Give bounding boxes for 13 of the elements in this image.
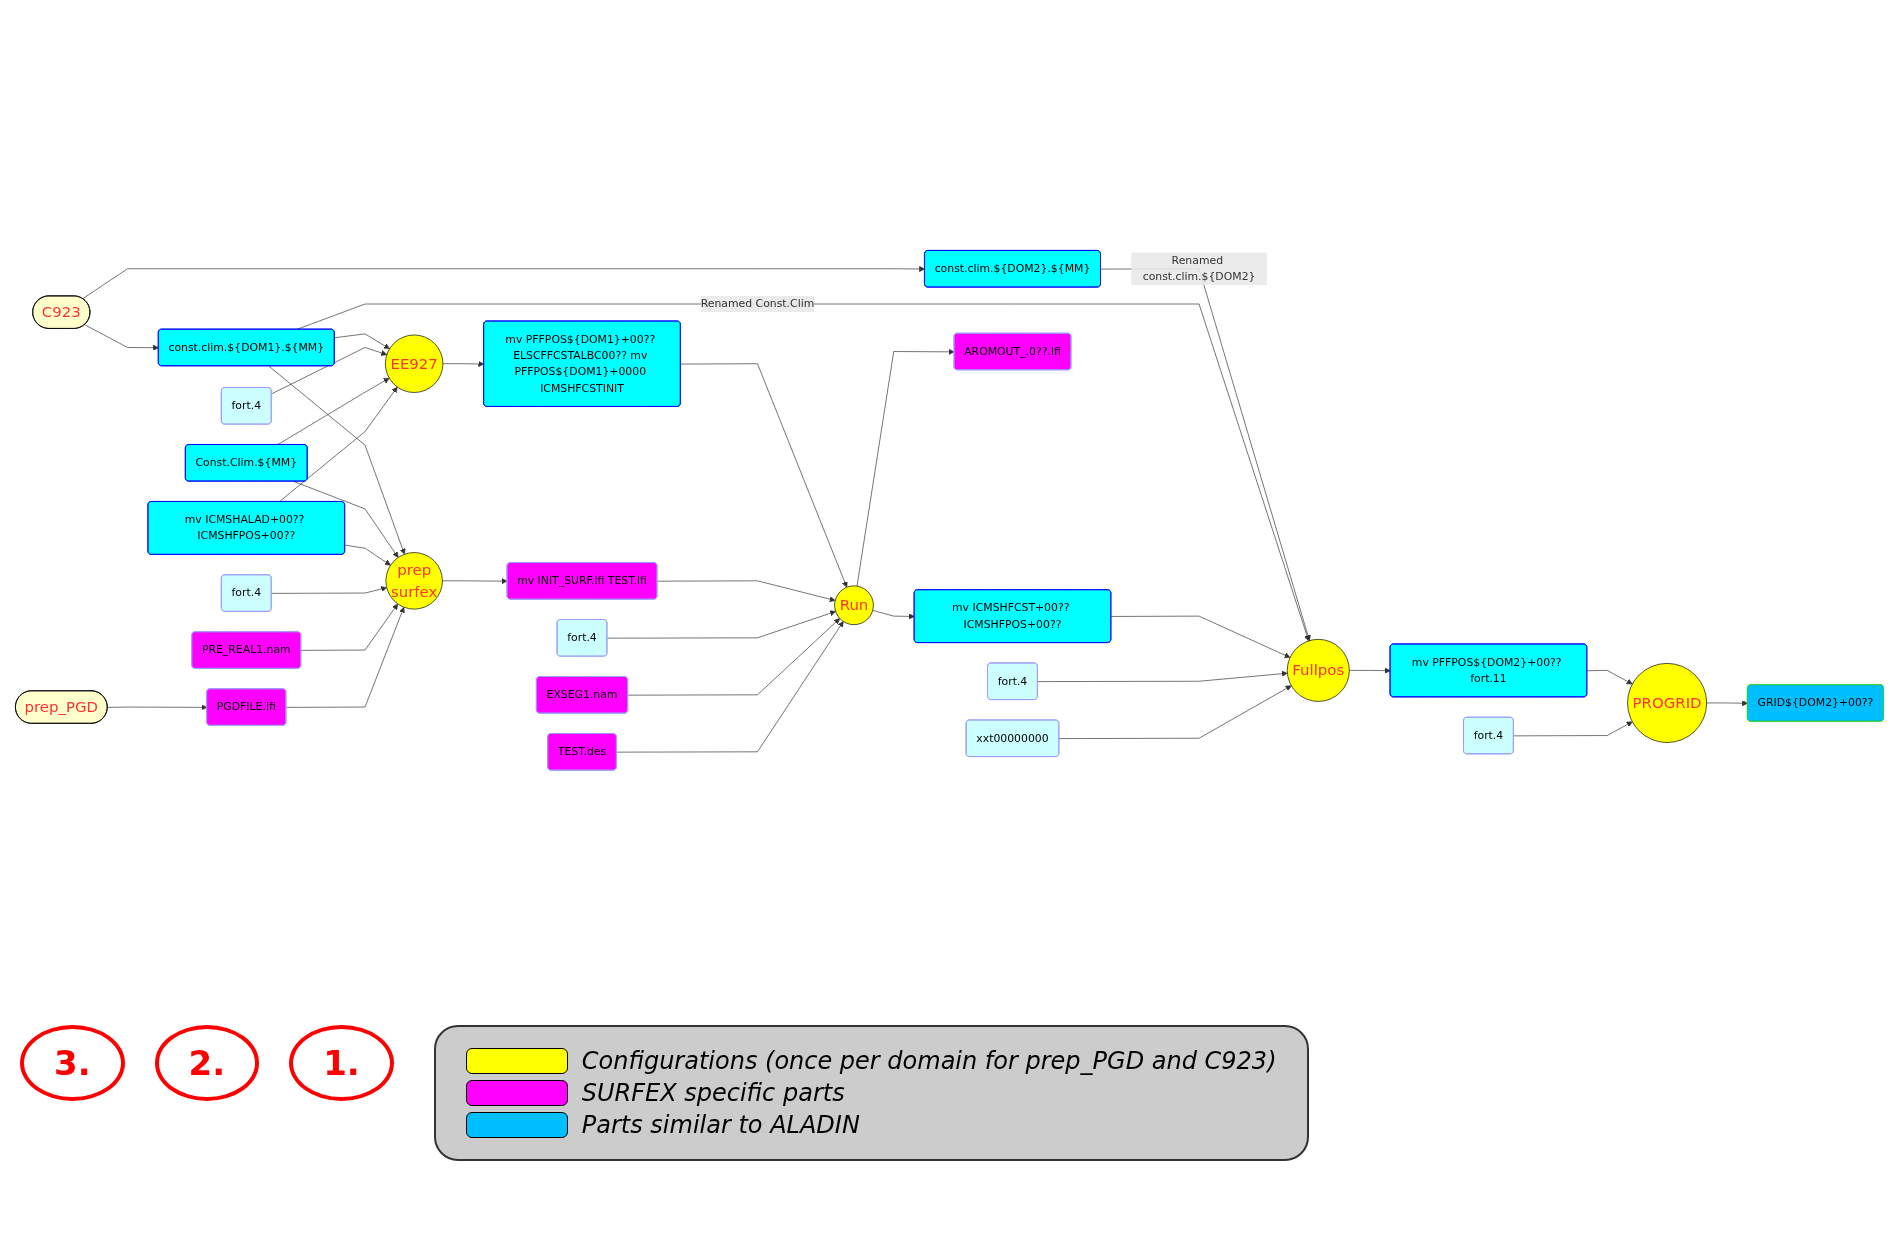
group-number: 2. (154, 1025, 260, 1101)
node-circle: EE927 (385, 334, 444, 393)
edge-label: Renamed Const.Clim (700, 296, 815, 310)
node-circle: PROGRID (1627, 662, 1707, 743)
node-circle: prep surfex (385, 551, 443, 610)
legend-text: Configurations (once per domain for prep_PGD and C923) (581, 1047, 1277, 1075)
node-circle: Fullpos (1286, 638, 1350, 702)
legend-text: SURFEX specific parts (581, 1079, 845, 1107)
node-circle: Run (834, 585, 874, 625)
group-number: 3. (20, 1025, 125, 1101)
legend-text: Parts similar to ALADIN (581, 1111, 860, 1139)
group-number: 1. (289, 1025, 394, 1101)
edge-label: Renamed const.clim.${DOM2} (1142, 253, 1256, 283)
